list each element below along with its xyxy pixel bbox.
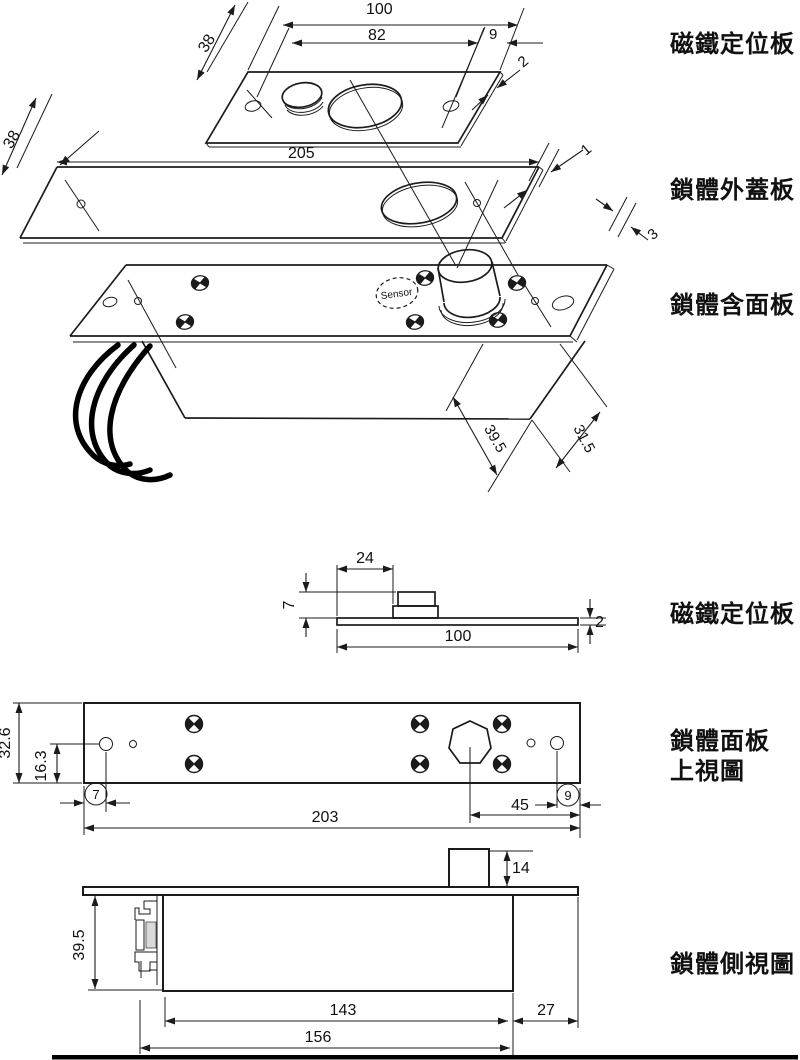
label-panel-top-1: 鎖體面板: [670, 727, 770, 755]
dim-panel-overhang-label: 27: [537, 1002, 555, 1019]
body-panel-iso: Sensor: [69, 248, 615, 369]
label-side-view: 鎖體側視圖: [670, 950, 795, 978]
screw-icon: [184, 714, 204, 734]
magnet-top: [397, 591, 436, 607]
sensor-label: Sensor: [380, 287, 414, 302]
label-body-with-panel: 鎖體含面板: [670, 291, 795, 319]
bolt-hole-oval: [327, 83, 404, 132]
dim-hole-edge-label: 9: [489, 26, 497, 43]
label-panel-top-2: 上視圖: [670, 757, 745, 785]
dim-overall-label: 156: [305, 1029, 332, 1046]
circled-dim: [84, 782, 108, 806]
dim-plate-width-label: 100: [366, 1, 393, 18]
body-profile: [162, 894, 514, 992]
exploded-dimensions: 100 82 9 2 38 38 205: [0, 1, 662, 493]
screw-icon: [174, 312, 196, 332]
circled-dim: [556, 783, 580, 807]
dim-plate-thickness-label: 2: [515, 53, 532, 71]
screw-hole: [531, 297, 539, 305]
label-cover-plate: 鎖體外蓋板: [670, 176, 795, 204]
lock-side-view: 14 39.5 143 27 156: [71, 848, 579, 1055]
oval-hole: [102, 296, 118, 308]
dim-body-length-label: 143: [330, 1002, 357, 1019]
magnet-plate-side-view: 24 7 100 2: [281, 550, 606, 653]
left-hole: [99, 737, 113, 751]
panel-outline: [83, 702, 581, 784]
connector-detail: [134, 900, 158, 978]
bolt-pass-hole: [380, 181, 458, 225]
dim-hole-span-label: 82: [368, 27, 386, 44]
dim-bolt-height-label: 14: [512, 860, 530, 877]
small-hole: [129, 740, 137, 748]
dim-block-offset-label: 24: [356, 550, 374, 567]
wires: [72, 342, 173, 483]
dim-cover-thickness-label: 1: [578, 141, 595, 159]
magnet-base: [392, 605, 439, 619]
screw-hole: [76, 199, 86, 209]
right-hole: [550, 736, 564, 750]
panel-top-view: 32.6 16.3 7 45 9 203: [0, 702, 601, 838]
scan-artifact-bar: [52, 1055, 798, 1060]
dim-plate-length-label: 100: [445, 628, 472, 645]
dim-body-height-label: 39.5: [480, 422, 509, 456]
mounting-hole: [442, 100, 460, 112]
dim-body-depth-label: 31.5: [570, 422, 599, 456]
sensor-marking: Sensor: [375, 277, 419, 309]
magnet-stack: [281, 81, 324, 116]
dim-hole-center-label: 16.3: [33, 750, 50, 781]
dim-bolt-to-edge-label: 45: [511, 797, 529, 814]
dim-hole-right-offset-label: 9: [564, 788, 571, 803]
dim-cover-length-label: 205: [288, 145, 315, 162]
screw-icon: [410, 754, 430, 774]
bolt-profile: [448, 848, 490, 888]
dim-panel-length-label: 203: [312, 809, 339, 826]
screw-icon: [410, 714, 430, 734]
dim-block-height-label: 7: [281, 600, 298, 609]
mounting-hole: [244, 100, 262, 112]
dim-panel-width-label: 32.6: [0, 727, 14, 758]
face-plate-profile: [82, 886, 579, 896]
dim-plate-thickness2-label: 2: [595, 614, 604, 631]
bolt-cylinder: [437, 248, 506, 327]
oval-hole: [551, 295, 575, 311]
dim-body-height-side-label: 39.5: [71, 929, 88, 960]
dim-panel-thickness-label: 3: [644, 225, 661, 243]
dim-plate-depth-label: 38: [195, 31, 219, 55]
small-hole: [526, 738, 536, 748]
part-labels: 磁鐵定位板 鎖體外蓋板 鎖體含面板 磁鐵定位板 鎖體面板 上視圖 鎖體側視圖: [670, 30, 795, 978]
cover-plate-iso: [19, 166, 544, 244]
label-magnet-plate-side: 磁鐵定位板: [670, 600, 795, 628]
dim-cover-depth-label: 38: [0, 128, 24, 152]
magnet-plate-iso: [204, 26, 504, 148]
screw-icon: [414, 268, 436, 288]
screw-icon: [184, 754, 204, 774]
exploded-view: Sensor: [0, 1, 662, 493]
screw-icon: [492, 754, 512, 774]
screw-icon: [189, 273, 211, 293]
plate-profile: [336, 617, 579, 626]
centerlines: [349, 79, 519, 276]
dim-hole-left-offset-label: 7: [92, 787, 99, 802]
screw-icon: [492, 714, 512, 734]
screw-icon: [404, 312, 426, 332]
screw-hole: [473, 199, 481, 207]
lock-body-iso: [141, 340, 586, 420]
label-magnet-plate: 磁鐵定位板: [670, 30, 795, 58]
